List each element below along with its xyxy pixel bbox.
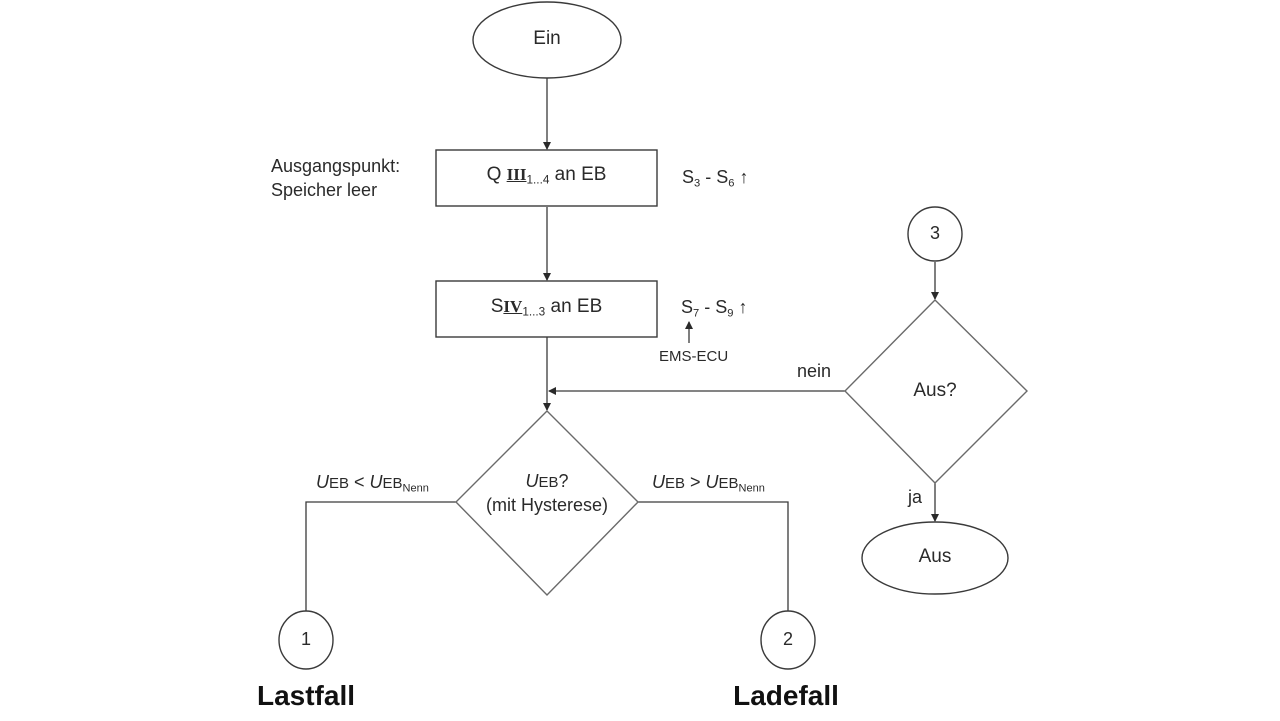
- switch-a: S: [682, 167, 695, 187]
- connector-1-label: 1: [300, 629, 311, 649]
- connector-3: [907, 206, 963, 262]
- process2-label: SIV1...3 an EB: [436, 296, 657, 319]
- eb: EB: [665, 475, 686, 492]
- switch-b: S: [716, 167, 729, 187]
- nenn: Nenn: [402, 482, 429, 495]
- edge-left-branch: [302, 501, 456, 619]
- question-mark: ?: [558, 471, 569, 491]
- process1-box: [435, 149, 658, 207]
- up-arrow-icon: ↑: [738, 297, 748, 317]
- process1-suffix: an EB: [554, 164, 607, 185]
- eb: EB: [329, 475, 350, 492]
- process1-label: Q III1...4 an EB: [436, 164, 657, 187]
- yes-label: ja: [908, 487, 923, 507]
- start-terminal: [472, 1, 622, 79]
- branch-right-condition: UEB > UEBNenn: [652, 472, 765, 494]
- decision-off-label: Aus?: [913, 380, 957, 401]
- end-terminal: [861, 521, 1009, 595]
- decision-off: [844, 299, 1028, 484]
- operator: >: [685, 472, 706, 492]
- process2-side-label: S7 - S9 ↑: [681, 297, 747, 319]
- process2-box: [435, 280, 658, 338]
- roman-numeral-iii: III: [506, 165, 527, 184]
- roman-numeral-iv: IV: [503, 297, 523, 316]
- connector-1: [278, 610, 334, 670]
- process2-prefix: S: [490, 296, 504, 317]
- switch-b-sub: 6: [728, 177, 735, 190]
- start-note-line2: Speicher leer: [271, 180, 378, 200]
- connector-2-label: 2: [782, 629, 793, 649]
- connector-2: [760, 610, 816, 670]
- eb2: EB: [382, 475, 403, 492]
- start-note: Ausgangspunkt: Speicher leer: [271, 154, 400, 202]
- sep: -: [699, 297, 716, 317]
- charge-case-caption: Ladefall: [733, 680, 839, 711]
- u2: U: [705, 472, 719, 492]
- u2: U: [369, 472, 383, 492]
- switch-b-sub: 9: [727, 307, 734, 320]
- ems-ecu-label: EMS-ECU: [659, 348, 729, 365]
- nenn: Nenn: [738, 482, 765, 495]
- edge-right-branch: [638, 501, 792, 619]
- u: U: [652, 472, 665, 492]
- var-u: U: [525, 471, 539, 491]
- no-label: nein: [797, 361, 832, 381]
- switch-b: S: [715, 297, 728, 317]
- u: U: [316, 472, 329, 492]
- decision-voltage: [455, 410, 639, 597]
- process1-side-label: S3 - S6 ↑: [682, 167, 748, 189]
- switch-a-sub: 7: [693, 307, 700, 320]
- sep: -: [700, 167, 717, 187]
- up-arrow-icon: ↑: [739, 167, 749, 187]
- end-label: Aus: [918, 546, 952, 567]
- decision-voltage-label: UEB? (mit Hysterese): [456, 470, 638, 516]
- switch-a: S: [681, 297, 694, 317]
- connector-3-label: 3: [929, 223, 940, 243]
- switch-a-sub: 3: [694, 177, 701, 190]
- process1-prefix: Q: [486, 164, 502, 185]
- var-eb: EB: [538, 474, 559, 491]
- process1-sub: 1...4: [526, 173, 550, 187]
- operator: <: [349, 472, 370, 492]
- load-case-caption: Lastfall: [256, 680, 356, 711]
- branch-left-condition: UEB < UEBNenn: [316, 472, 429, 494]
- eb2: EB: [718, 475, 739, 492]
- hysteresis-note: (mit Hysterese): [485, 495, 608, 515]
- start-label: Ein: [533, 28, 561, 49]
- start-note-line1: Ausgangspunkt:: [271, 156, 401, 176]
- process2-suffix: an EB: [550, 296, 603, 317]
- process2-sub: 1...3: [522, 305, 546, 319]
